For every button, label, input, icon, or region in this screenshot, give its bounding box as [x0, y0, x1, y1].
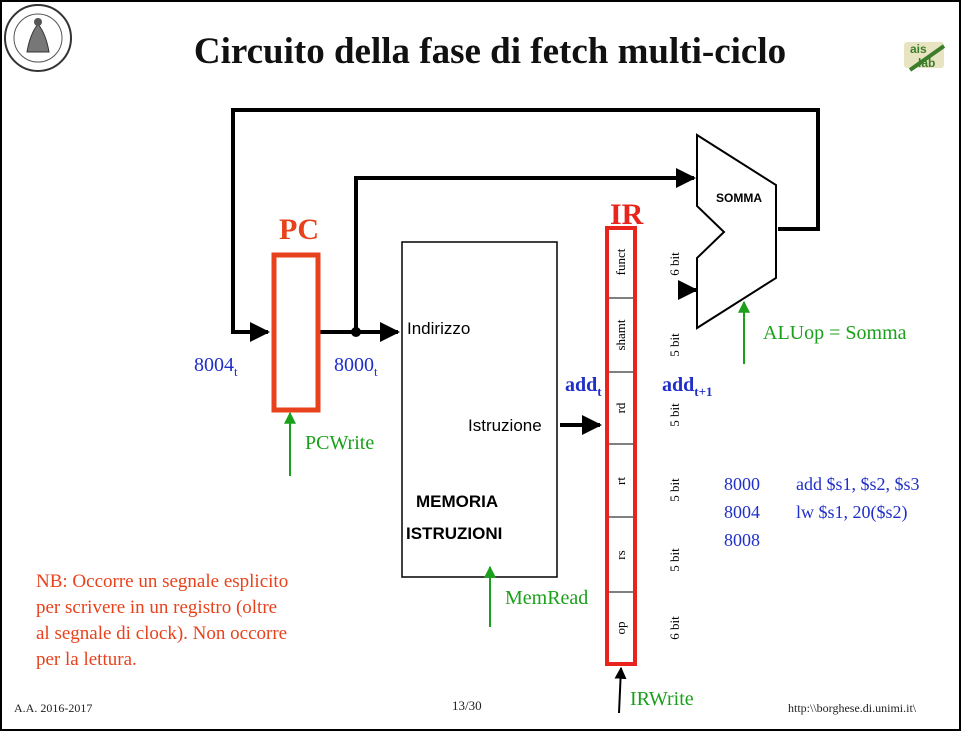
pc-output-value: 8000t: [334, 354, 378, 379]
memory-instruction-port: Istruzione: [468, 416, 542, 435]
pc-to-adder-wire: [354, 168, 696, 332]
adder-label: SOMMA: [716, 191, 762, 205]
pc-label: PC: [279, 213, 319, 246]
note: NB: Occorre un segnale esplicito per scr…: [36, 569, 376, 673]
pcwrite-signal: PCWrite: [305, 432, 375, 454]
page-number: 13/30: [452, 698, 482, 713]
aislab-logo-text-1: ais: [910, 42, 927, 56]
memread-signal: MemRead: [505, 587, 589, 609]
aislab-logo: [904, 42, 946, 72]
footer-year: A.A. 2016-2017: [14, 701, 93, 715]
ir-field-rt: rt: [613, 477, 628, 485]
program-instruction-2: lw $s1, 20($s2): [796, 502, 908, 522]
pc-input-value: 8004t: [194, 354, 238, 379]
irwrite-signal: IRWrite: [630, 688, 694, 710]
ir-field-rd: rd: [613, 402, 628, 414]
slide-title: Circuito della fase di fetch multi-ciclo: [193, 31, 787, 72]
ir-bits-rd: 5 bit: [667, 403, 682, 427]
ir-bits-op: 6 bit: [667, 616, 682, 640]
ir-field-funct: funct: [613, 248, 628, 276]
ir-field-op: op: [613, 621, 628, 635]
program-address-3: 8008: [724, 530, 760, 550]
memory-name-line2: ISTRUZIONI: [406, 524, 503, 543]
ir-bits-shamt: 5 bit: [667, 333, 682, 357]
ir-bits-rs: 5 bit: [667, 548, 682, 572]
irwrite-arrow: [614, 666, 627, 714]
note-line: per la lettura.: [36, 649, 137, 670]
memory-name-line1: MEMORIA: [416, 492, 499, 511]
aislab-logo-text-2: lab: [918, 56, 936, 70]
ir-register: [605, 226, 637, 666]
note-line: al segnale di clock). Non occorre: [36, 623, 288, 644]
add-t-label: addt: [565, 374, 602, 399]
note-line: NB: Occorre un segnale esplicito: [36, 571, 289, 592]
ir-label: IR: [610, 198, 644, 231]
adder-somma: [696, 133, 777, 330]
note-line: per scrivere in un registro (oltre: [36, 597, 278, 618]
memory-address-port: Indirizzo: [407, 319, 471, 338]
ir-bits-funct: 6 bit: [667, 252, 682, 276]
university-seal-logo: [4, 4, 72, 72]
add-t1-label: addt+1: [662, 374, 713, 399]
ir-field-shamt: shamt: [613, 319, 628, 351]
ir-bits-rt: 5 bit: [667, 478, 682, 502]
ir-field-rs: rs: [613, 550, 628, 560]
program-instruction-1: add $s1, $s2, $s3: [796, 474, 920, 494]
aluop-signal: ALUop = Somma: [763, 322, 907, 344]
program-address-2: 8004: [724, 502, 760, 522]
program-address-1: 8000: [724, 474, 760, 494]
instruction-memory: [401, 241, 558, 578]
pc-register: [271, 252, 321, 413]
footer-url: http:\\borghese.di.unimi.it\: [788, 701, 917, 715]
feedback-wire: [231, 108, 820, 342]
junction-dot: [351, 327, 361, 337]
